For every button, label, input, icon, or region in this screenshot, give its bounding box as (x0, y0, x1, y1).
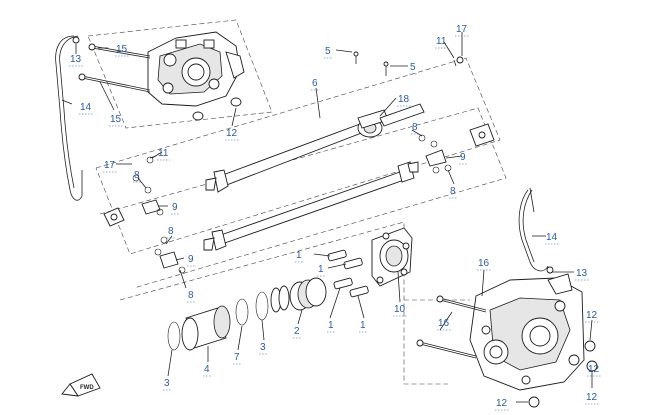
callout-15-upper[interactable]: 15 (116, 44, 128, 55)
callout-8-right-upper[interactable]: 8 (412, 122, 418, 133)
callout-8-right-lower[interactable]: 8 (450, 186, 456, 197)
sleeve-coupling (181, 305, 231, 351)
callout-12-rear-d[interactable]: 12 (496, 398, 508, 409)
callout-12-rear-c[interactable]: 12 (586, 392, 598, 403)
callout-14-left[interactable]: 14 (80, 102, 92, 113)
front-differential (147, 31, 245, 121)
callout-9-right[interactable]: 9 (460, 152, 466, 163)
callout-8-left-a[interactable]: 8 (134, 170, 140, 181)
callout-6[interactable]: 6 (312, 78, 318, 89)
callout-14-right[interactable]: 14 (546, 232, 558, 243)
callout-12-rear-b[interactable]: 12 (588, 364, 600, 375)
callout-4[interactable]: 4 (204, 364, 210, 375)
callout-5-right[interactable]: 5 (410, 62, 416, 73)
callout-15-lower[interactable]: 15 (110, 114, 122, 125)
fwd-arrow: FWD (61, 373, 101, 397)
breather-hose-left (55, 35, 83, 201)
callout-1-b[interactable]: 1 (318, 264, 324, 275)
callout-13-left[interactable]: 13 (70, 54, 82, 65)
callout-3-right[interactable]: 3 (260, 342, 266, 353)
callout-underlines (69, 35, 601, 411)
callout-8-left-c[interactable]: 8 (188, 290, 194, 301)
fwd-label: FWD (80, 385, 94, 391)
callout-labels: 13 15 14 15 12 5 5 6 18 11 17 8 9 8 17 1… (70, 24, 600, 409)
callout-17-left[interactable]: 17 (104, 160, 116, 171)
callout-17-right[interactable]: 17 (456, 24, 468, 35)
callout-16-lower[interactable]: 16 (438, 318, 450, 329)
rear-differential (469, 273, 585, 391)
callout-11-left[interactable]: 11 (158, 148, 169, 159)
callout-9-left-b[interactable]: 9 (188, 254, 194, 265)
callout-7[interactable]: 7 (234, 352, 240, 363)
callout-5-left[interactable]: 5 (325, 46, 331, 57)
lower-propeller-shaft (203, 161, 419, 251)
callout-8-left-b[interactable]: 8 (168, 226, 174, 237)
leader-lines (61, 32, 593, 403)
flange-yoke (371, 227, 413, 287)
callout-13-right[interactable]: 13 (576, 268, 588, 279)
callout-1-a[interactable]: 1 (296, 250, 302, 261)
callout-16-upper[interactable]: 16 (478, 258, 490, 269)
callout-12-front[interactable]: 12 (226, 128, 238, 139)
universal-joints (103, 123, 495, 269)
callout-1-c[interactable]: 1 (328, 320, 334, 331)
callout-12-rear-a[interactable]: 12 (586, 310, 598, 321)
breather-hose-right (518, 187, 554, 274)
callout-1-d[interactable]: 1 (360, 320, 366, 331)
retaining-clips (132, 134, 452, 274)
callout-9-left-a[interactable]: 9 (172, 202, 178, 213)
rear-long-bolts (416, 295, 487, 359)
flange-bolts (327, 249, 369, 298)
rear-nuts (528, 340, 598, 408)
callout-11-right[interactable]: 11 (436, 36, 447, 47)
callout-2[interactable]: 2 (294, 326, 300, 337)
callout-3-left[interactable]: 3 (164, 378, 170, 389)
callout-18[interactable]: 18 (398, 94, 410, 105)
callout-10[interactable]: 10 (394, 304, 406, 315)
upper-propeller-shaft (205, 103, 425, 193)
long-bolts (78, 43, 151, 93)
gear-assembly (270, 277, 327, 313)
